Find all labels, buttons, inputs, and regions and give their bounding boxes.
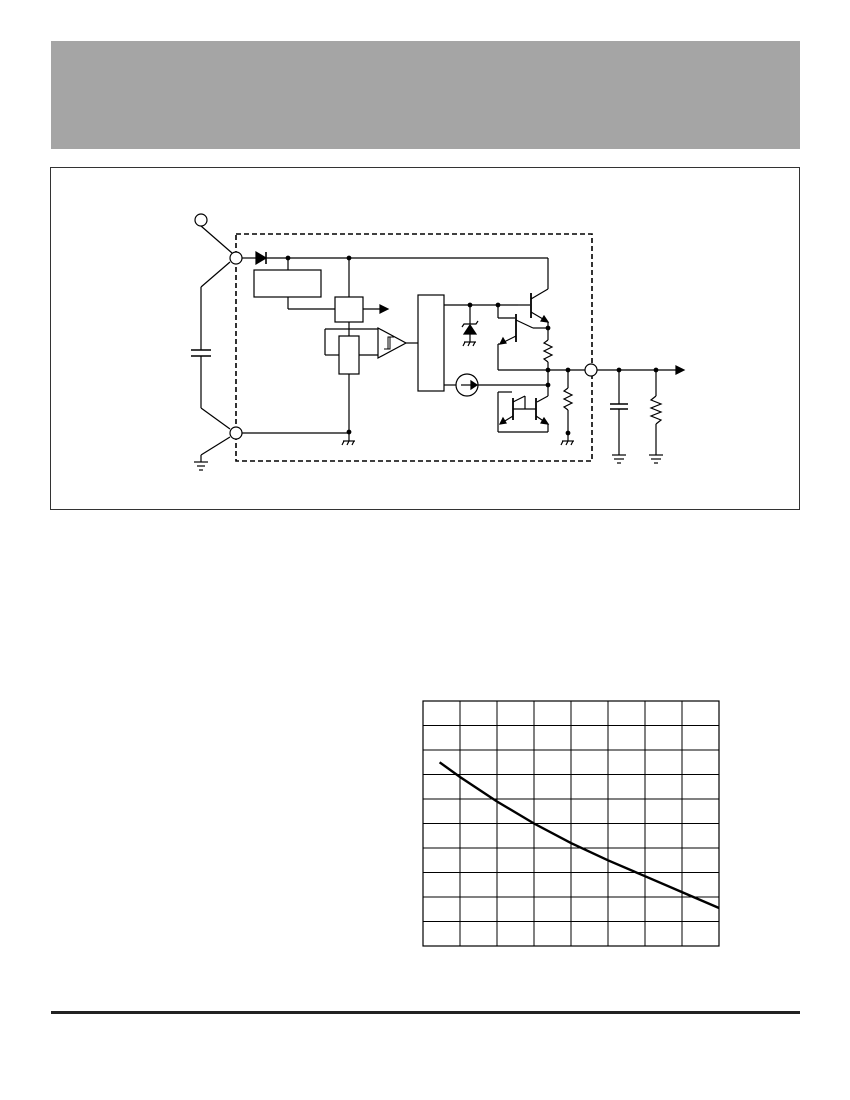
block-diagram-frame: [50, 167, 800, 510]
footer-rule: [51, 1011, 800, 1014]
logic-block: [417, 294, 445, 392]
chart-series: [438, 761, 720, 910]
series-line: [438, 761, 720, 910]
ic-boundary: [235, 233, 593, 462]
header-band: [51, 41, 800, 149]
schmitt-amplifier: [377, 326, 408, 360]
